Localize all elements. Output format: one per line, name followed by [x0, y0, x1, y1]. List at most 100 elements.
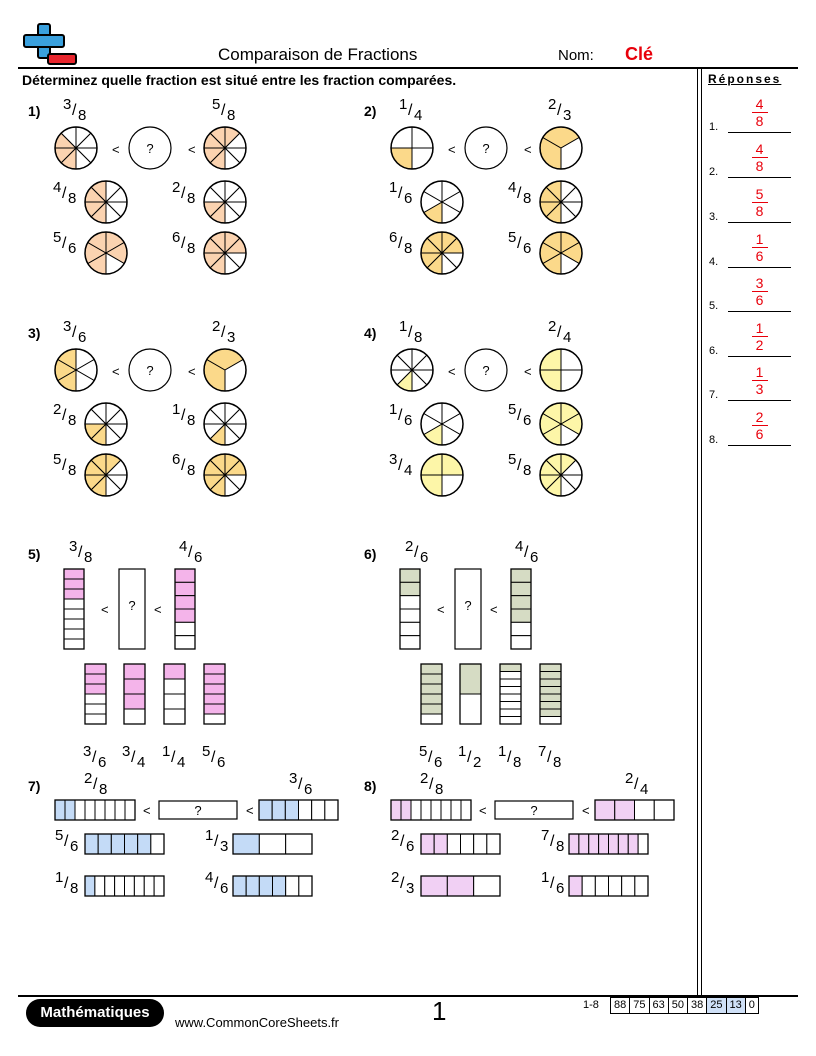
fraction-bar-vertical	[510, 568, 532, 650]
answer-number: 5.	[709, 300, 719, 312]
bar-segment	[608, 833, 619, 855]
numerator: 2	[405, 538, 413, 555]
choice-fraction-label: 5/8	[53, 451, 76, 479]
question-mark: ?	[146, 141, 153, 156]
fraction-circle	[84, 402, 128, 446]
numerator: 1	[55, 869, 63, 886]
bar-segment	[298, 875, 313, 897]
fraction-slash: /	[188, 544, 193, 561]
bar-outline	[568, 833, 649, 855]
denominator: 6	[220, 880, 228, 897]
numerator: 4	[53, 179, 61, 196]
bar-segment	[63, 638, 85, 650]
bar-segment	[499, 663, 522, 672]
numerator: 2	[391, 827, 399, 844]
numerator: 1	[541, 869, 549, 886]
denominator: 8	[68, 462, 76, 479]
bar-segment	[174, 608, 196, 623]
numerator: 3	[83, 743, 91, 760]
site-url[interactable]: www.CommonCoreSheets.fr	[175, 1015, 339, 1030]
answer-line	[728, 311, 791, 312]
bar-segment	[399, 608, 421, 623]
denominator: 3	[563, 107, 571, 124]
denominator: 6	[556, 880, 564, 897]
answer-line	[728, 400, 791, 401]
numerator: 1	[205, 827, 213, 844]
choice-fraction-label: 3/6	[83, 743, 106, 771]
bar-segment	[510, 621, 532, 637]
choice-fraction-label: 5/6	[55, 827, 78, 855]
fraction-bar-vertical	[203, 663, 226, 725]
bar-segment	[150, 833, 165, 855]
numerator: 1	[399, 318, 407, 335]
bar-segment	[539, 693, 562, 702]
bar-segment	[133, 875, 145, 897]
bar-segment	[420, 833, 435, 855]
unknown-box	[118, 568, 146, 650]
numerator: 2	[625, 770, 633, 787]
bar-segment	[420, 693, 443, 705]
bar-segment	[163, 678, 186, 695]
circle-outline	[84, 402, 128, 446]
answer-denominator: 6	[755, 248, 764, 264]
fraction-slash: /	[408, 324, 413, 341]
bar-segment	[637, 833, 649, 855]
denominator: 6	[406, 838, 414, 855]
bar-segment	[258, 833, 287, 855]
bar-segment	[499, 678, 522, 687]
bar-segment	[539, 663, 562, 672]
numerator: 4	[515, 538, 523, 555]
fraction-slash: /	[93, 776, 98, 793]
answer-number: 8.	[709, 434, 719, 446]
circle-outline	[420, 453, 464, 497]
bar-segment	[420, 683, 443, 695]
fraction-slash: /	[398, 235, 403, 252]
answer-denominator: 3	[755, 381, 764, 397]
logo-plus-minus-icon	[23, 23, 77, 65]
left-fraction-label: 2/8	[84, 770, 107, 798]
fraction-slash: /	[298, 776, 303, 793]
left-fraction-label: 2/6	[405, 538, 428, 566]
denominator: 6	[530, 549, 538, 566]
bar-outline	[499, 663, 522, 725]
numerator: 6	[389, 229, 397, 246]
bar-segment	[203, 663, 226, 675]
less-than-sign: <	[437, 602, 445, 617]
bar-segment	[137, 833, 152, 855]
bar-segment	[420, 673, 443, 685]
fraction-circle	[203, 348, 247, 392]
numerator: 2	[391, 869, 399, 886]
bar-segment	[272, 875, 287, 897]
right-fraction-label: 2/3	[548, 96, 571, 124]
fraction-slash: /	[507, 749, 512, 766]
problem-number: 7)	[28, 778, 40, 794]
fraction-slash: /	[181, 185, 186, 202]
bar-segment	[499, 708, 522, 717]
bar-segment	[399, 581, 421, 597]
bar-segment	[174, 595, 196, 610]
left-fraction-label: 1/8	[399, 318, 422, 346]
denominator: 8	[523, 190, 531, 207]
bar-segment	[621, 875, 636, 897]
numerator: 5	[53, 229, 61, 246]
bar-segment	[63, 568, 85, 580]
fraction-bar-vertical	[499, 663, 522, 725]
bar-segment	[114, 799, 126, 821]
bar-segment	[174, 581, 196, 597]
fraction-bar	[751, 157, 768, 158]
bar-segment	[653, 799, 675, 821]
answer-numerator: 1	[755, 364, 764, 380]
circle-outline	[420, 180, 464, 224]
bar-segment	[63, 578, 85, 590]
bar-segment	[104, 875, 116, 897]
fraction-bar	[751, 202, 768, 203]
bar-segment	[420, 663, 443, 675]
bar-outline	[54, 799, 136, 821]
circle-outline	[84, 231, 128, 275]
problem-number: 2)	[364, 103, 376, 119]
numerator: 4	[205, 869, 213, 886]
denominator: 8	[187, 462, 195, 479]
denominator: 4	[177, 754, 185, 771]
choice-fraction-label: 1/8	[498, 743, 521, 771]
